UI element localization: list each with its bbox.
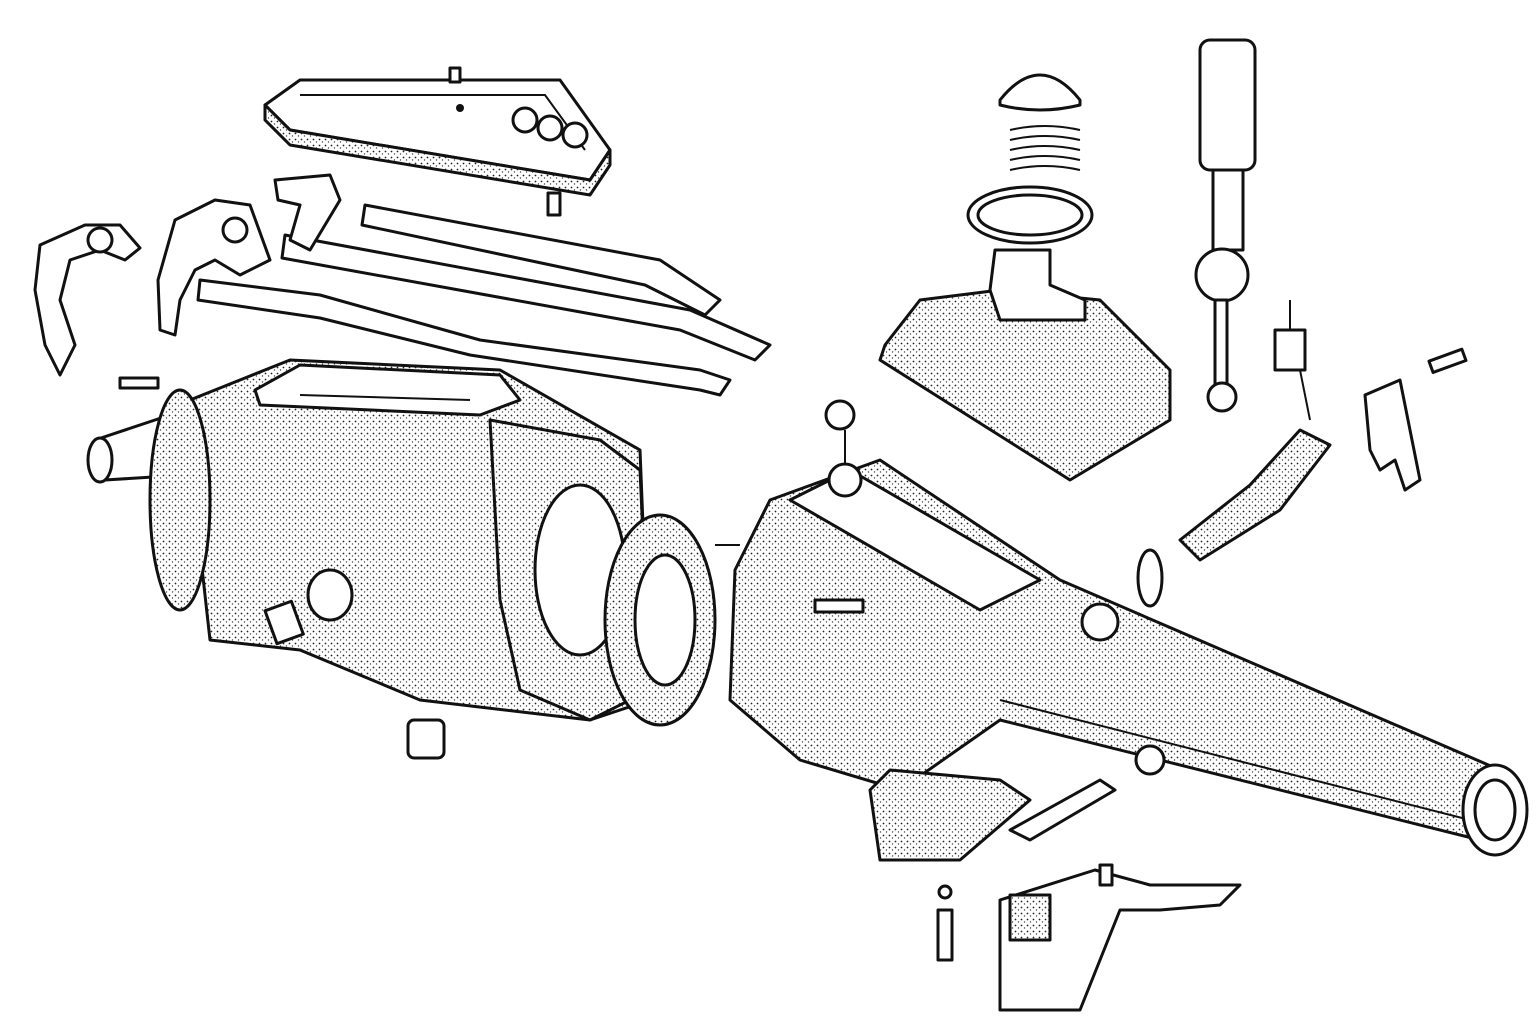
gearbox-mount [868,768,1117,862]
top-cover [263,66,612,197]
selector-fork-middle [156,198,272,337]
bolt-washer [936,884,954,962]
rear-bearing-housing [603,513,740,727]
gear-lever-spring [998,73,1082,171]
input-shaft [86,388,212,612]
remote-control-housing [878,185,1172,482]
lever-link [824,399,863,498]
spring [546,191,562,217]
selector-rods [196,173,772,397]
gear-lever [1194,38,1257,413]
gearbox-casing [178,358,652,722]
reverse-stop-plate [1363,347,1468,492]
selector-fork-left [33,223,142,377]
bolt [118,376,160,390]
drain-plug [406,718,446,760]
speedometer-drive [1080,300,1332,642]
mounting-bracket [998,863,1242,1012]
extension-housing [728,458,1529,857]
